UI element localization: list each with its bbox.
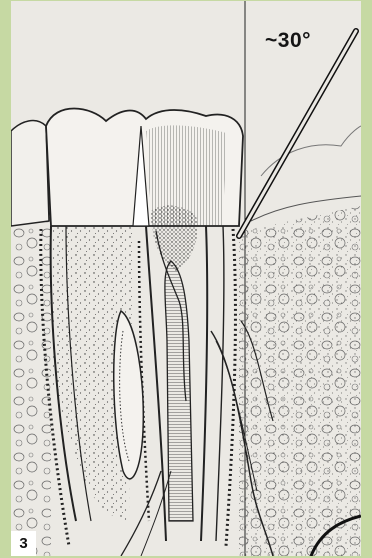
angle-label: ~30° [265, 29, 311, 53]
illustration-plate: ~30° 3 [11, 1, 361, 556]
periodontal-ligament-right [226, 229, 235, 546]
adjacent-tooth-left [11, 121, 49, 226]
tooth-cross-section-illustration [11, 1, 361, 556]
figure-number-badge: 3 [11, 531, 36, 556]
bone-left [11, 210, 51, 556]
